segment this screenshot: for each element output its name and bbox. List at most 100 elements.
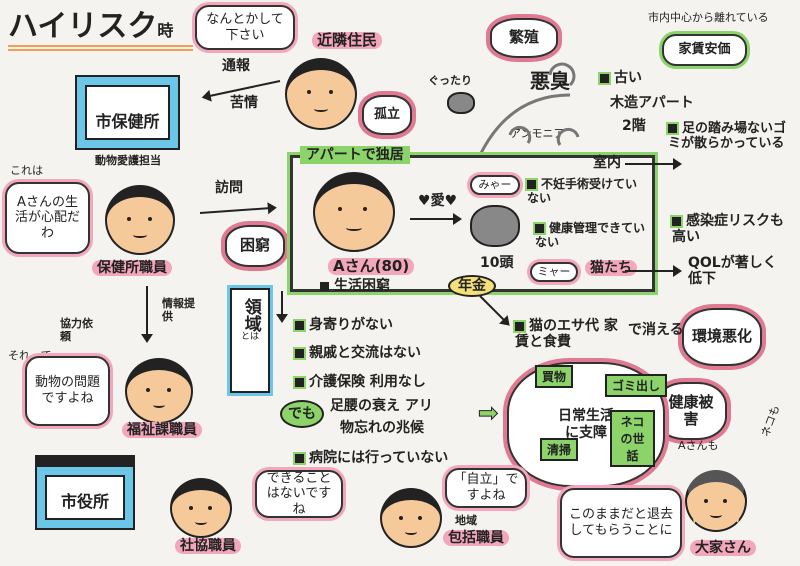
welfare-staff-label: 福祉課職員 [122, 422, 202, 439]
apartment-far: 市内中心から離れている [648, 11, 769, 24]
health-note-cat: ネコも [758, 403, 783, 439]
social-bubble: できることはないですね [255, 470, 343, 518]
pension-arrow [479, 295, 509, 325]
apartment-floor: 2階 [622, 118, 646, 134]
resident-a-face [313, 172, 395, 252]
apartment-mess: 足の踏み場ないゴミが散らかっている [668, 121, 793, 152]
cat-count: 10頭 [480, 255, 514, 271]
neighbor-bubble: なんとかして下さい [195, 5, 295, 50]
tag-trash: ゴミ出し [605, 374, 668, 397]
welfare-bubble: 動物の問題ですよね [25, 356, 110, 426]
cats-arrow [625, 265, 682, 277]
rent-bubble: 家賃安価 [662, 34, 747, 66]
qol-label: QOLが著しく低下 [688, 255, 777, 288]
tag-cat-care: ネコの世話 [610, 410, 655, 467]
smell-swirl-icon [478, 62, 580, 156]
title: ハイリスク時 [8, 9, 194, 51]
burst-isolation: 孤立 [362, 95, 412, 135]
health-note-a: Aさんも [678, 439, 719, 452]
report-label: 通報 [222, 58, 250, 74]
ammonia-label: アンモニア [510, 127, 565, 140]
community-staff-face [380, 488, 442, 548]
apartment-wooden: 木造アパート [610, 95, 694, 111]
community-area: 地域 [455, 514, 477, 527]
tag-shopping: 買物 [535, 365, 574, 388]
bullet-no-care: 介護保険 利用なし [295, 374, 426, 390]
love-text: 愛 [430, 193, 445, 209]
community-staff-label: 包括職員 [443, 530, 509, 547]
landlord-face [685, 470, 747, 532]
burst-breeding: 繁殖 [490, 18, 558, 58]
domain-box: 領域とは [230, 288, 270, 393]
bullet-text: 病院には行っていない [309, 450, 449, 466]
bullet-text: 親戚と交流はない [309, 345, 421, 361]
health-center-dept: 動物愛護担当 [95, 154, 161, 167]
no-surgery-text: 不妊手術受けていない [527, 177, 638, 205]
bullet-weakness: 足腰の衰え アリ [330, 398, 433, 414]
cooperate-label: 協力依頼 [60, 317, 93, 343]
tired-cat-icon [447, 92, 475, 114]
meow-bubble-1: みゃー [470, 175, 520, 195]
welfare-staff-face [125, 358, 193, 424]
health-staff-label: 保健所職員 [92, 260, 172, 277]
cats-label: 猫たち [585, 260, 637, 277]
daily-life-label: 日常生活に支障 [558, 408, 614, 441]
no-surgery: 不妊手術受けていない [527, 177, 638, 206]
landlord-label: 大家さん [690, 540, 756, 557]
domain-sub: とは [240, 332, 259, 342]
apartment-old-text: 古い [614, 70, 642, 86]
love-label: ♥愛♥ [418, 193, 458, 209]
social-staff-face [170, 478, 232, 538]
landlord-bubble: このままだと退去してもらうことに [560, 488, 682, 558]
title-suffix: 時 [157, 21, 174, 40]
pension-label: 年金 [448, 275, 496, 298]
health-staff-face [105, 185, 175, 255]
indoor-label: 室内 [593, 155, 621, 171]
but-bubble: でも [280, 400, 324, 429]
community-bubble: 「自立」ですよね [445, 468, 527, 508]
health-center-name: 市保健所 [85, 85, 170, 140]
cat-icon [470, 205, 520, 247]
smell-label: 悪臭 [530, 69, 570, 93]
health-center-building: 市保健所 [75, 75, 180, 150]
welfare-arrow [146, 286, 148, 341]
vanish-label: で消える [628, 322, 684, 338]
tag-cleaning: 清掃 [540, 438, 579, 461]
resident-name: Aさん(80) [328, 257, 415, 276]
domain-arrow [281, 291, 283, 321]
love-arrow [410, 213, 462, 225]
visit-arrow [199, 206, 275, 214]
complaint-label: 苦情 [230, 95, 258, 111]
meow-bubble-2: ミャー [530, 262, 578, 282]
money-note: 猫のエサ代 家賃と食費 [515, 318, 630, 350]
bullet-no-relatives: 身寄りがない [295, 317, 393, 333]
bullet-no-hospital: 病院には行っていない [295, 450, 448, 466]
neighbor-face [285, 58, 357, 130]
apartment-mess-text: 足の踏み場ないゴミが散らかっている [668, 121, 787, 151]
money-text: 猫のエサ代 家賃と食費 [515, 318, 618, 351]
burst-environment: 環境悪化 [682, 308, 762, 366]
bullet-text: 介護保険 利用なし [309, 374, 426, 390]
infection-risk: 感染症リスクも高い [672, 213, 787, 245]
info-label: 情報提供 [162, 297, 195, 323]
bullet-text: 身寄りがない [309, 317, 393, 333]
infection-text: 感染症リスクも高い [672, 213, 784, 246]
hardship: 生活困窮 [320, 278, 390, 294]
neighbor-label: 近隣住民 [312, 31, 383, 50]
indoor-arrow [625, 158, 682, 170]
bullet-no-contact: 親戚と交流はない [295, 345, 421, 361]
domain-main: 領域 [240, 298, 261, 332]
health-staff-bubble: Aさんの生活が心配だわ [5, 182, 90, 254]
frame-label: アパートで独居 [300, 146, 410, 165]
health-staff-pre: これは [10, 164, 43, 177]
social-staff-label: 社協職員 [175, 538, 241, 555]
bullet-forgetful: 物忘れの兆候 [340, 420, 424, 436]
apartment-old: 古い [600, 70, 642, 86]
city-hall-building: 市役所 [35, 455, 135, 530]
no-health-text: 健康管理できていない [535, 221, 646, 249]
no-health: 健康管理できていない [535, 221, 646, 250]
green-arrow-icon: ➡ [477, 399, 499, 427]
city-hall-name: 市役所 [45, 475, 125, 520]
burst-poverty: 困窮 [225, 225, 285, 267]
tired-label: ぐったり [428, 74, 472, 87]
